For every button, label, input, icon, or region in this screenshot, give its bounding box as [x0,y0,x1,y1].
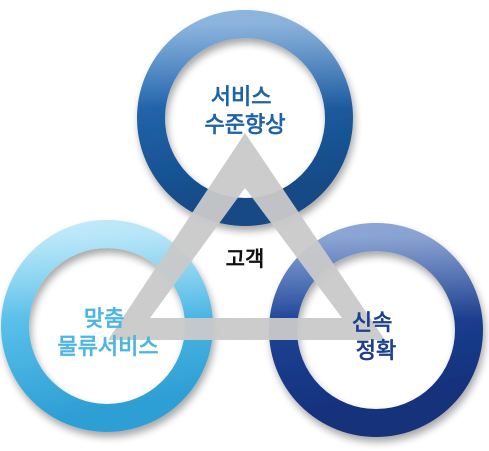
center-label: 고객 [226,247,265,271]
node-right-line-1: 신속 [352,311,392,336]
node-left-label: 맞춤 물류서비스 [57,307,158,360]
node-right-line-2: 정확 [356,339,396,364]
node-right-label: 신속 정확 [352,311,400,364]
node-top-label: 서비스 수준향상 [205,85,286,138]
node-left-line-2: 물류서비스 [57,335,158,360]
ring-top [137,10,353,226]
triangle-connector [108,133,385,340]
node-top-line-2: 수준향상 [205,113,286,138]
node-left-line-1: 맞춤 [84,307,124,332]
ring-top-shine [137,10,353,226]
node-top-line-1: 서비스 [211,85,272,110]
